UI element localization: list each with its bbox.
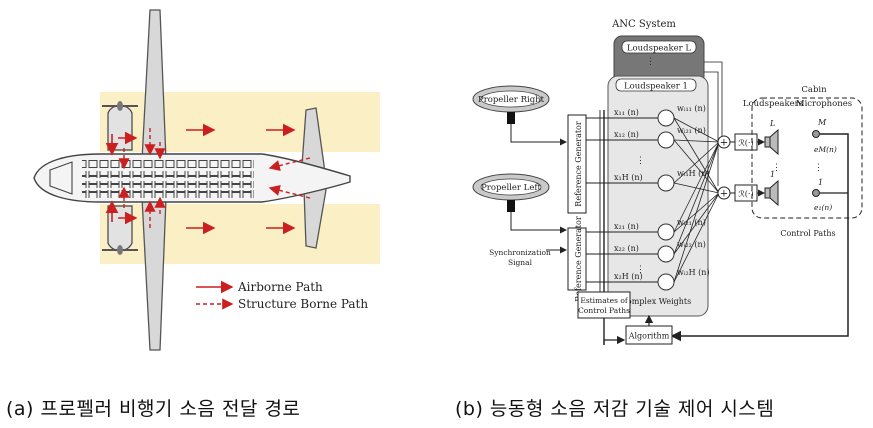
legend: Airborne Path Structure Borne Path: [196, 280, 368, 311]
cabin-label: Cabin: [801, 85, 827, 95]
svg-text:⋮: ⋮: [814, 163, 823, 173]
x-label-6: x₂H (n): [614, 272, 643, 281]
seat-row-4: [82, 190, 254, 198]
reference-signal-labels: x₁₁ (n) x₁₂ (n) x₁H (n) x₂₁ (n) x₂₂ (n) …: [614, 108, 643, 281]
svg-text:⋮: ⋮: [636, 156, 645, 166]
weight-output-lines: [673, 117, 720, 283]
microphones-label: Microphones: [796, 99, 852, 109]
cockpit: [49, 161, 73, 195]
svg-text:⋮: ⋮: [772, 163, 781, 173]
propeller-noise-band-top: [100, 92, 380, 152]
real-op-top-label: ℛ(·): [738, 139, 753, 148]
cabin-region: [751, 97, 863, 219]
w-label-1: wᵢ₁₁ (n): [677, 104, 706, 113]
svg-text:⋮: ⋮: [646, 57, 655, 67]
estimates-block: [577, 291, 631, 319]
legend-airborne-label: Airborne Path: [237, 280, 323, 294]
reference-generator-bottom: [567, 227, 587, 291]
x-label-5: x₂₂ (n): [614, 244, 639, 253]
aircraft-noise-diagram: Airborne Path Structure Borne Path: [33, 9, 380, 351]
propeller-noise-band-bottom: [100, 204, 380, 264]
speaker-top-index: L: [769, 119, 775, 128]
seat-row-3: [82, 181, 254, 188]
w-label-6: wᵢ₂H (n): [677, 268, 710, 277]
propeller-right-label: Propeller Right: [478, 95, 545, 105]
microphone-icon-top: [812, 130, 820, 138]
error-feedback-line: [670, 133, 849, 342]
svg-text:⋮: ⋮: [636, 265, 645, 275]
sync-label-1: Synchronization: [489, 248, 551, 257]
loudspeaker-back-label: Loudspeaker L: [627, 44, 692, 54]
reference-generator-top-label: Reference Generator: [574, 121, 583, 207]
w-label-2: wᵢ₂₁ (n): [677, 126, 706, 135]
seat-row-1: [82, 160, 254, 168]
speaker-bottom-index: 1: [770, 170, 775, 179]
mic-top-index: M: [817, 118, 827, 127]
loudspeakers-label: Loudspeakers: [743, 99, 803, 109]
x-label-4: x₂₁ (n): [614, 222, 639, 231]
propeller-left-source: Propeller Left: [472, 173, 567, 234]
w-label-3: wᵢ₁H (n): [677, 169, 710, 178]
reference-generator-top: [567, 114, 587, 214]
legend-structure-label: Structure Borne Path: [238, 297, 368, 311]
estimates-label-2: Control Paths: [578, 306, 630, 315]
x-label-2: x₁₂ (n): [614, 130, 639, 139]
w-label-5: wᵢ₂₂ (n): [677, 240, 706, 249]
complex-weights-label: Complex Weights: [621, 297, 691, 306]
mic-top-signal: eM(n): [814, 145, 837, 154]
weight-labels: wᵢ₁₁ (n) wᵢ₂₁ (n) wᵢ₁H (n) wᵢ₂₁ (n) wᵢ₂₂…: [677, 104, 710, 277]
sync-label-2: Signal: [508, 258, 533, 267]
sum-node-top-sign: +: [720, 138, 728, 149]
anc-title: ANC System: [611, 19, 676, 30]
propeller-left-label: Propeller Left: [481, 183, 541, 193]
anc-system-diagram: ANC System Loudspeaker L ⋮ Loudspeaker 1…: [472, 19, 863, 345]
structure-borne-arrows: [118, 128, 311, 228]
x-label-1: x₁₁ (n): [614, 108, 639, 117]
sum-node-bottom-sign: +: [720, 189, 728, 200]
loudspeaker-front-label: Loudspeaker 1: [624, 82, 688, 92]
speaker-icon-bottom: [764, 179, 779, 207]
reference-generator-bottom-label: Reference Generator: [574, 216, 583, 302]
loudspeaker-front-card: [607, 75, 709, 317]
microphone-icon-bottom: [812, 189, 820, 197]
estimates-label-1: Estimates of: [580, 296, 629, 305]
airborne-arrows: [105, 123, 296, 235]
control-paths-label: Control Paths: [780, 229, 835, 238]
propeller-right-source: Propeller Right: [472, 85, 567, 146]
speaker-icon-top: [764, 128, 779, 156]
seat-row-2: [82, 171, 254, 178]
algorithm-label: Algorithm: [628, 332, 670, 341]
real-op-bottom-label: ℛ(·): [738, 190, 753, 199]
complex-weight-nodes: [657, 109, 675, 291]
mic-bottom-signal: e₁(n): [814, 203, 832, 212]
w-label-4: wᵢ₂₁ (n): [677, 218, 706, 227]
caption-a: (a) 프로펠러 비행기 소음 전달 경로: [6, 398, 301, 420]
mic-bottom-index: 1: [818, 178, 823, 187]
x-label-3: x₁H (n): [614, 173, 643, 182]
caption-b: (b) 능동형 소음 저감 기술 제어 시스템: [455, 398, 775, 420]
figure-canvas: Airborne Path Structure Borne Path ANC S…: [33, 9, 863, 351]
